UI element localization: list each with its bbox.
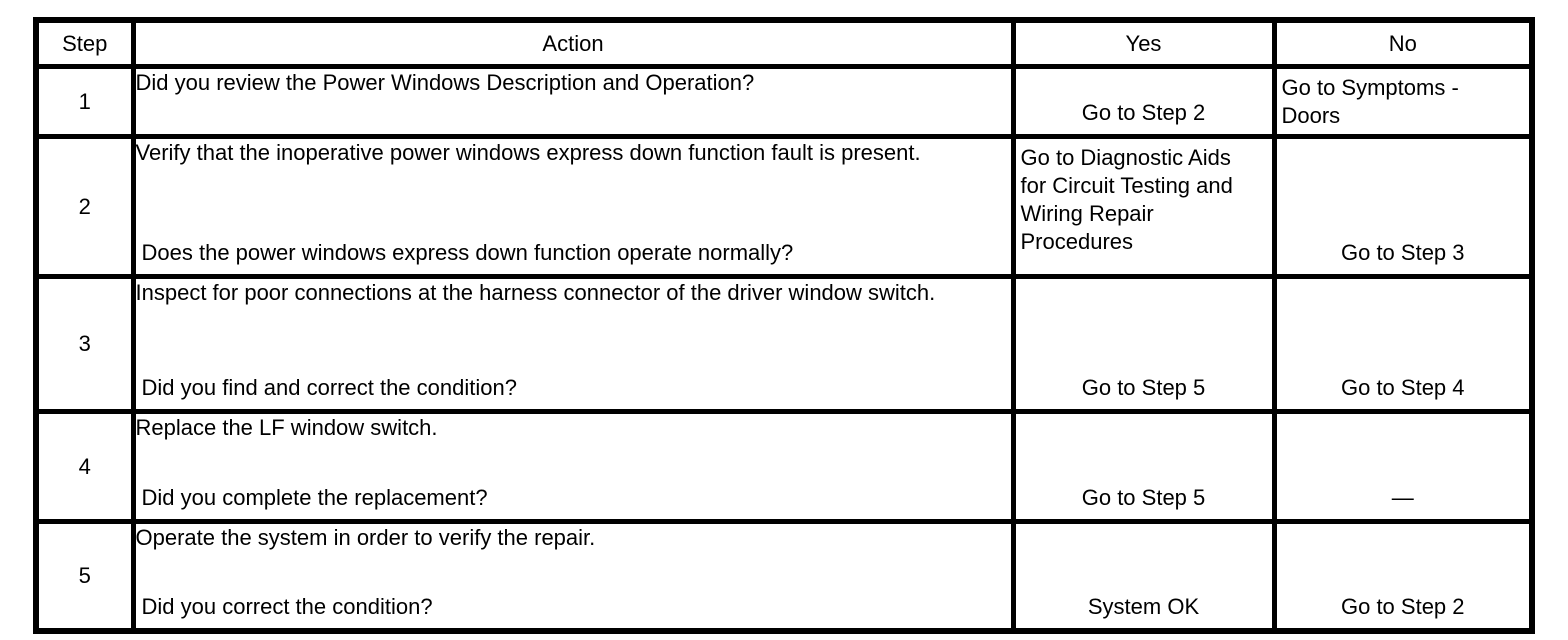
yes-result: Go to Diagnostic Aids for Circuit Testin… [1010, 134, 1277, 279]
action-cell: Did you review the Power Windows Descrip… [130, 64, 1016, 139]
action-instruction: Inspect for poor connections at the harn… [135, 280, 936, 306]
action-cell: Verify that the inoperative power window… [130, 134, 1016, 279]
step-number: 2 [33, 134, 136, 279]
no-result: Go to Step 3 [1271, 134, 1535, 279]
action-instruction: Replace the LF window switch. [135, 415, 438, 441]
yes-result-text: System OK [1087, 593, 1200, 619]
action-instruction: Did you review the Power Windows Descrip… [135, 70, 755, 96]
table-row: 5 Operate the system in order to verify … [33, 519, 1535, 633]
header-row: Step Action Yes No [33, 17, 1535, 69]
no-result-text: Go to Symptoms - Doors [1281, 75, 1459, 128]
no-result-text: — [1391, 485, 1414, 510]
col-header-no: No [1271, 17, 1535, 69]
no-result-text: Go to Step 2 [1340, 593, 1465, 619]
step-number: 1 [33, 64, 136, 139]
table-row: 1 Did you review the Power Windows Descr… [33, 64, 1535, 139]
yes-result-text: Go to Diagnostic Aids for Circuit Testin… [1020, 145, 1233, 254]
col-header-step: Step [33, 17, 136, 69]
yes-result-text: Go to Step 5 [1081, 485, 1206, 510]
action-cell: Operate the system in order to verify th… [130, 519, 1016, 633]
no-result-text: Go to Step 3 [1340, 240, 1465, 265]
action-instruction: Verify that the inoperative power window… [135, 140, 921, 166]
action-question: Did you correct the condition? [141, 593, 433, 619]
yes-result: Go to Step 5 [1010, 274, 1277, 414]
no-result-text: Go to Step 4 [1340, 375, 1465, 400]
action-cell: Replace the LF window switch. Did you co… [130, 409, 1016, 524]
action-instruction: Operate the system in order to verify th… [135, 525, 596, 551]
action-question: Does the power windows express down func… [141, 240, 794, 265]
yes-result: Go to Step 5 [1010, 409, 1277, 524]
table-row: 3 Inspect for poor connections at the ha… [33, 274, 1535, 414]
action-cell: Inspect for poor connections at the harn… [130, 274, 1016, 414]
yes-result: System OK [1010, 519, 1277, 633]
diagnostic-steps-table: Step Action Yes No 1 Did you review the … [33, 17, 1535, 634]
no-result: Go to Step 2 [1271, 519, 1535, 633]
yes-result-text: Go to Step 5 [1081, 375, 1206, 400]
col-header-action: Action [130, 17, 1016, 69]
table-row: 2 Verify that the inoperative power wind… [33, 134, 1535, 279]
step-number: 3 [33, 274, 136, 414]
no-result: Go to Symptoms - Doors [1271, 64, 1535, 139]
step-number: 5 [33, 519, 136, 633]
col-header-yes: Yes [1010, 17, 1277, 69]
no-result: Go to Step 4 [1271, 274, 1535, 414]
action-question: Did you complete the replacement? [141, 485, 488, 510]
no-result: — [1271, 409, 1535, 524]
yes-result-text: Go to Step 2 [1081, 100, 1206, 125]
table-row: 4 Replace the LF window switch. Did you … [33, 409, 1535, 524]
yes-result: Go to Step 2 [1010, 64, 1277, 139]
step-number: 4 [33, 409, 136, 524]
action-question: Did you find and correct the condition? [141, 375, 517, 400]
